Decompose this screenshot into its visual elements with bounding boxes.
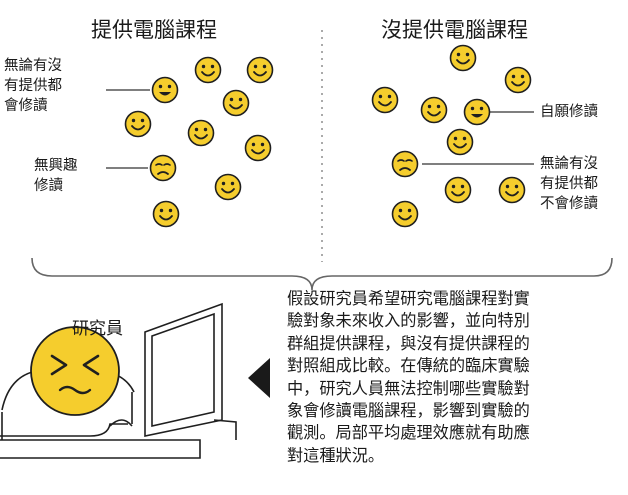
happy-face-icon: [449, 44, 477, 72]
voluntary-label: 自願修讀: [540, 104, 598, 120]
label-line: 不會修讀: [540, 196, 598, 212]
happy-face-icon: [371, 86, 399, 114]
label-line: 無論有沒: [4, 58, 62, 74]
label-line: 無興趣: [34, 158, 78, 174]
sad-face-icon: [391, 150, 419, 178]
speech-pointer: [248, 358, 270, 398]
explanation-line: 象會修讀電腦課程，影響到實驗的: [287, 400, 530, 420]
label-line: 無論有沒: [540, 156, 598, 172]
grinning-face-icon: [151, 76, 179, 104]
explanation-line: 假設研究員希望研究電腦課程對實: [287, 289, 530, 308]
happy-face-icon: [194, 56, 222, 84]
never-take-label-right: 無論有沒 有提供都 不會修讀: [540, 154, 598, 214]
happy-face-icon: [187, 119, 215, 147]
explanation-line: 對這種狀況。: [287, 445, 385, 465]
explanation-line: 驗對象未來收入的影響，並向特別: [287, 311, 530, 331]
explanation-line: 群組提供課程，與沒有提供課程的: [287, 333, 530, 353]
happy-face-icon: [420, 96, 448, 124]
happy-face-icon: [391, 200, 419, 228]
explanation-line: 對照組成比較。在傳統的臨床實驗: [287, 356, 530, 376]
researcher-face: [30, 326, 120, 416]
always-take-label-left: 無論有沒 有提供都 會修讀: [4, 56, 62, 116]
not-interested-label: 無興趣 修讀: [34, 156, 78, 196]
happy-face-icon: [244, 134, 272, 162]
label-line: 會修讀: [4, 98, 48, 114]
label-line: 有提供都: [4, 78, 62, 94]
happy-face-icon: [152, 200, 180, 228]
happy-face-icon: [246, 56, 274, 84]
label-line: 有提供都: [540, 176, 598, 192]
happy-face-icon: [444, 176, 472, 204]
left-group-title: 提供電腦課程: [91, 18, 217, 42]
brace: [31, 257, 613, 291]
grinning-face-icon: [463, 98, 491, 126]
researcher-illustration: [0, 302, 237, 459]
happy-face-icon: [504, 66, 532, 94]
happy-face-icon: [214, 173, 242, 201]
happy-face-icon: [446, 128, 474, 156]
researcher-label: 研究員: [72, 319, 123, 339]
sad-face-icon: [149, 154, 177, 182]
happy-face-icon: [222, 89, 250, 117]
explanation-line: 觀測。局部平均處理效應就有助應: [287, 423, 530, 443]
happy-face-icon: [498, 176, 526, 204]
explanation-text: 假設研究員希望研究電腦課程對實 驗對象未來收入的影響，並向特別 群組提供課程，與…: [287, 288, 623, 467]
right-group-title: 沒提供電腦課程: [381, 18, 528, 42]
label-line: 修讀: [34, 178, 63, 194]
explanation-line: 中，研究人員無法控制哪些實驗對: [287, 378, 530, 398]
happy-face-icon: [124, 110, 152, 138]
